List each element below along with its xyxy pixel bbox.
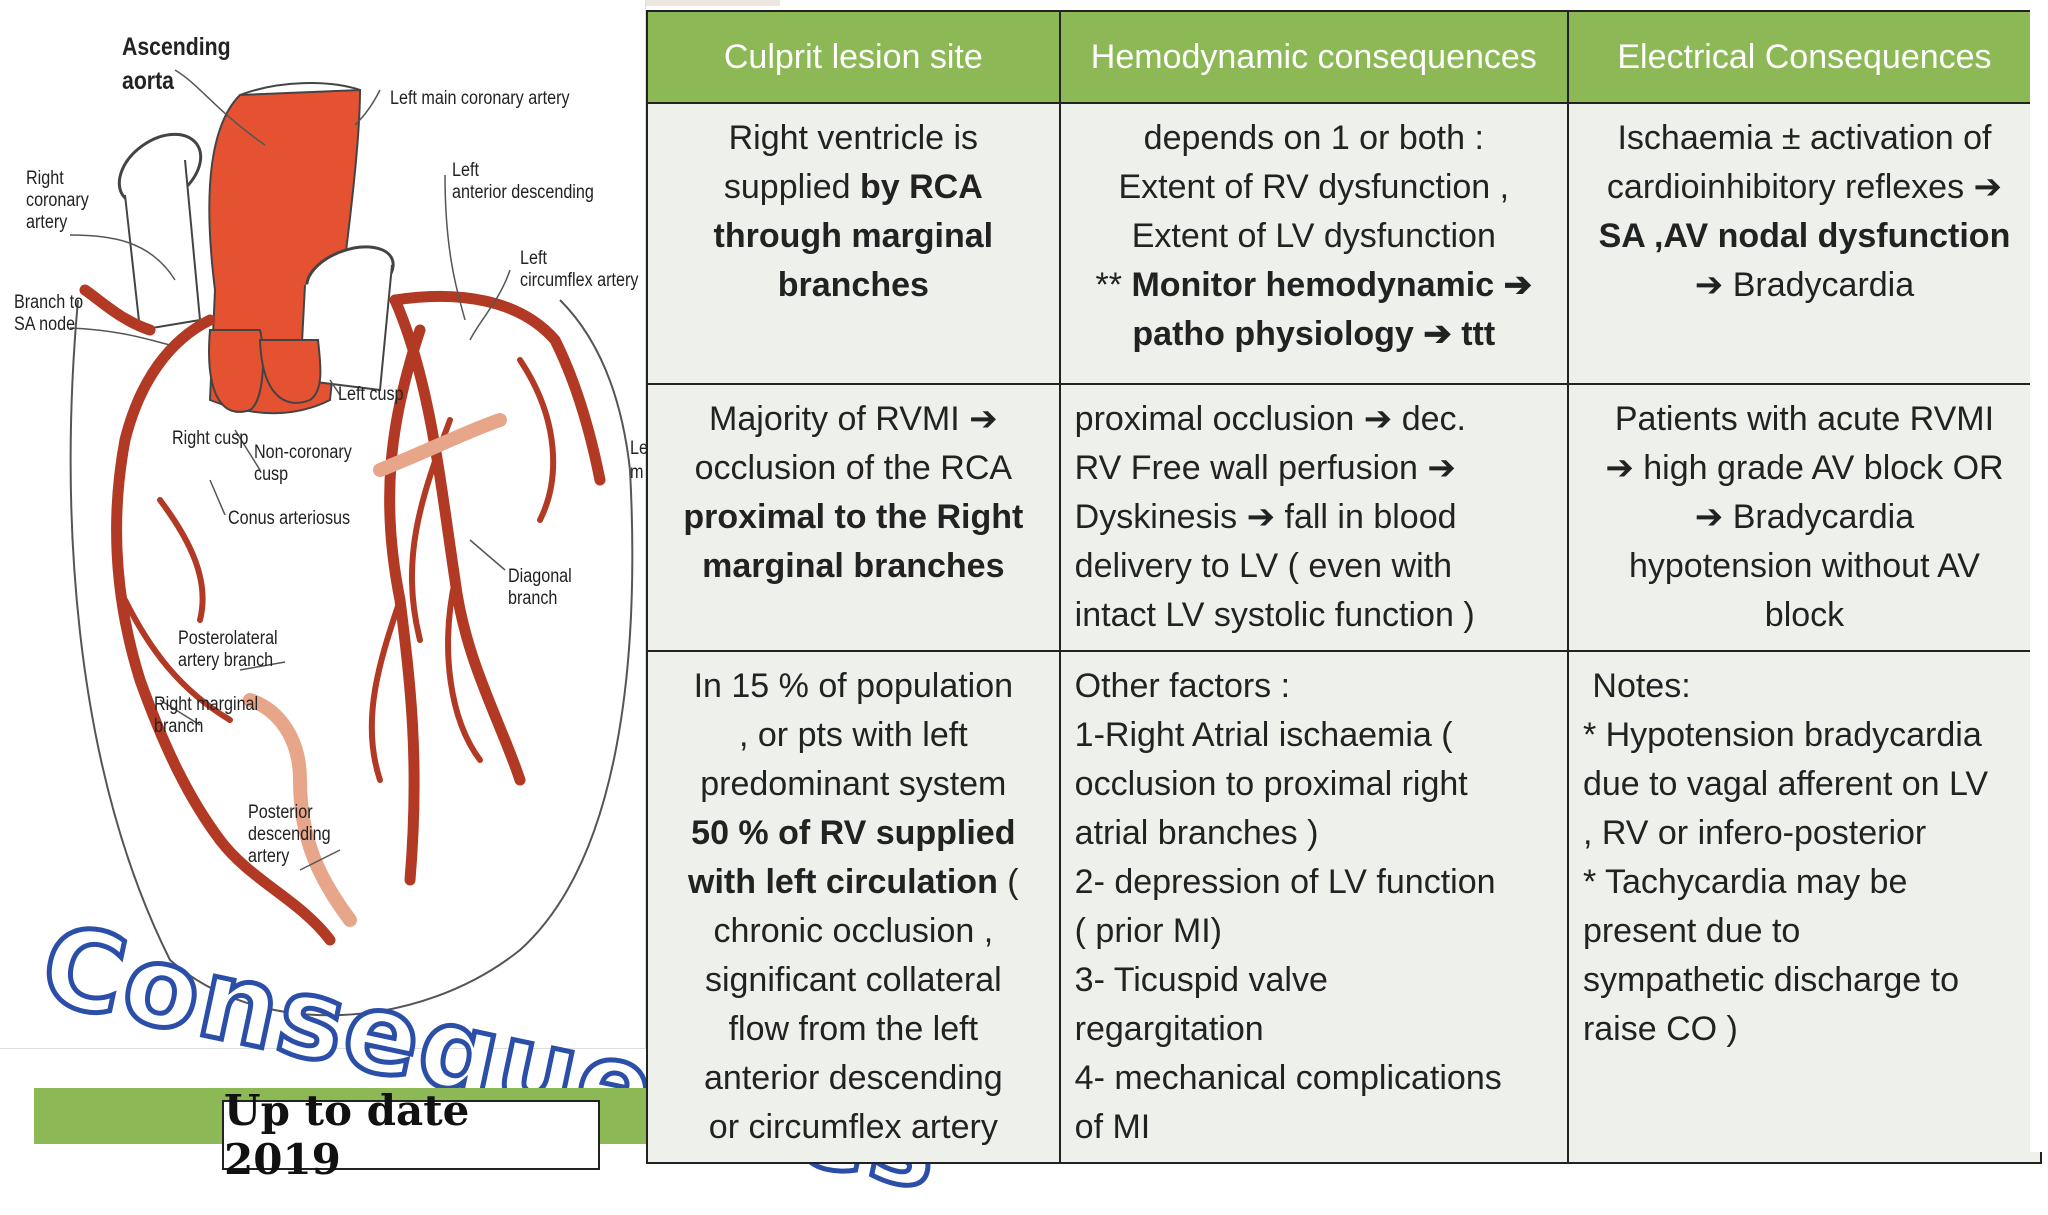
label-cut-m: m: [630, 462, 644, 483]
cell-r3-hemodynamic: Other factors : 1-Right Atrial ischaemia…: [1058, 650, 1569, 1164]
label-right-cusp: Right cusp: [172, 428, 249, 449]
cell-r3-culprit: In 15 % of population , or pts with left…: [646, 650, 1061, 1164]
cell-r1-hemodynamic: depends on 1 or both : Extent of RV dysf…: [1058, 102, 1569, 385]
consequences-table: Culprit lesion site Hemodynamic conseque…: [646, 10, 2043, 1164]
label-left-main: Left main coronary artery: [390, 88, 570, 109]
label-cut-le: Le: [630, 438, 648, 459]
header-hemodynamic: Hemodynamic consequences: [1058, 10, 1569, 104]
cell-r3-electrical: Notes: * Hypotension bradycardia due to …: [1566, 650, 2043, 1164]
right-margin: [2030, 0, 2048, 1152]
label-conus-arteriosus: Conus arteriosus: [228, 508, 351, 529]
cell-r1-electrical: Ischaemia ± activation of cardioinhibito…: [1566, 102, 2043, 385]
table-header-row: Culprit lesion site Hemodynamic conseque…: [646, 10, 2043, 104]
cell-r2-hemodynamic: proximal occlusion ➔ dec. RV Free wall p…: [1058, 383, 1569, 652]
table-row: Majority of RVMI ➔ occlusion of the RCA …: [646, 383, 2043, 652]
coronary-artery-illustration: [69, 69, 634, 1017]
cell-r2-electrical: Patients with acute RVMI ➔ high grade AV…: [1566, 383, 2043, 652]
table-row: Right ventricle is supplied by RCA throu…: [646, 102, 2043, 385]
header-culprit-lesion: Culprit lesion site: [646, 10, 1061, 104]
header-electrical: Electrical Consequences: [1566, 10, 2043, 104]
label-left-cusp: Left cusp: [338, 384, 404, 405]
table-row: In 15 % of population , or pts with left…: [646, 650, 2043, 1164]
cell-r2-culprit: Majority of RVMI ➔ occlusion of the RCA …: [646, 383, 1061, 652]
source-caption: Up to date 2019: [222, 1086, 600, 1184]
cell-r1-culprit: Right ventricle is supplied by RCA throu…: [646, 102, 1061, 385]
